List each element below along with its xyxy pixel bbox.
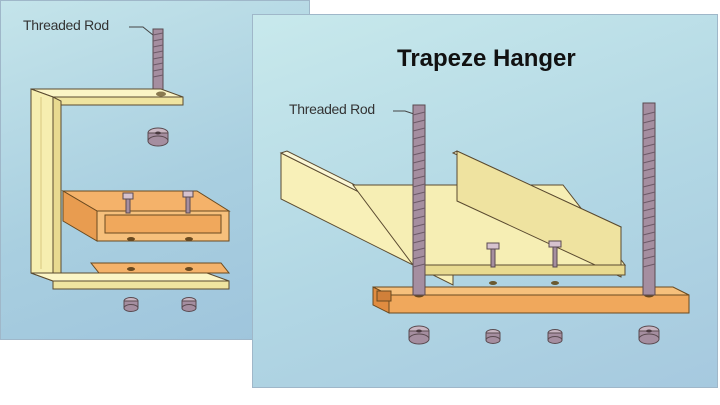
bottom-plate <box>89 262 231 274</box>
bolt <box>486 240 562 268</box>
bolt <box>122 190 194 214</box>
hex-nut <box>123 297 197 312</box>
hex-nut <box>408 325 660 345</box>
threaded-rod <box>642 102 656 296</box>
hex-nut <box>147 127 169 147</box>
right-diagram-panel: Trapeze Hanger Threaded Rod <box>252 14 718 388</box>
left-rod-label: Threaded Rod <box>23 17 109 33</box>
threaded-rod <box>412 104 426 296</box>
bracket-assembly-illustration <box>30 26 231 312</box>
trapeze-hanger-illustration <box>279 102 690 345</box>
diagram-title: Trapeze Hanger <box>397 45 576 72</box>
threaded-rod <box>152 28 164 94</box>
c-bracket <box>30 88 230 290</box>
right-rod-label: Threaded Rod <box>289 101 375 117</box>
rod-leader-line <box>129 26 154 36</box>
cable-tray <box>279 150 627 286</box>
strut-channel <box>61 190 231 242</box>
strut-channel <box>372 286 690 314</box>
